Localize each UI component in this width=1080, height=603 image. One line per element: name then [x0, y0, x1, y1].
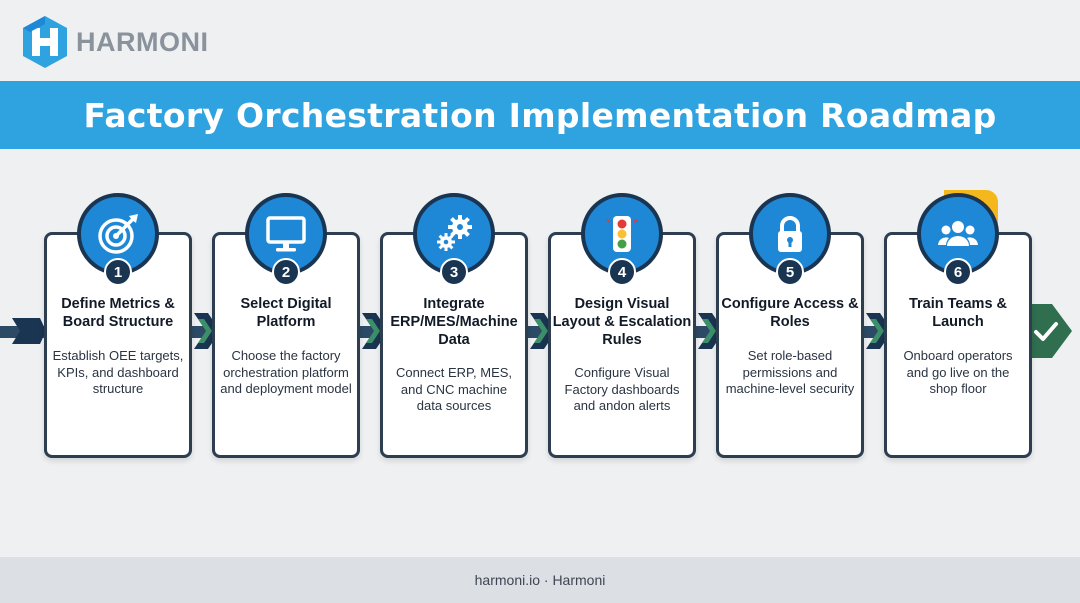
footer: harmoni.io · Harmoni [0, 557, 1080, 603]
team-icon [938, 221, 978, 246]
step-title-3: Integrate ERP/MES/Machine Data [390, 296, 518, 348]
page-title: Factory Orchestration Implementation Roa… [83, 95, 997, 135]
traffic-light-icon [606, 216, 638, 252]
harmoni-hex-logo-icon [23, 16, 67, 68]
step-desc-3: Connect ERP, MES, and CNC machine data s… [395, 365, 513, 413]
step-number-3: 3 [440, 258, 468, 286]
step-title-4: Design Visual Layout & Escalation Rules [552, 296, 692, 348]
finish-check-arrow [1028, 304, 1072, 358]
step-card-5 [716, 232, 864, 458]
step-title-6: Train Teams & Launch [908, 296, 1008, 330]
step-icon-circle-6 [917, 193, 999, 275]
monitor-icon [266, 216, 306, 252]
step-number-2: 2 [272, 258, 300, 286]
step-desc-2: Choose the factory orchestration platfor… [220, 348, 352, 396]
brand-logo: HARMONI [20, 14, 209, 70]
step-number-1: 1 [104, 258, 132, 286]
step-title-1: Define Metrics & Board Structure [61, 296, 175, 330]
title-banner: Factory Orchestration Implementation Roa… [0, 81, 1080, 149]
footer-text: harmoni.io · Harmoni [474, 572, 606, 588]
lock-icon [778, 216, 802, 252]
start-tail-arrow [12, 318, 46, 344]
step-desc-5: Set role-based permissions and machine-l… [725, 348, 855, 396]
brand-name: HARMONI [76, 26, 209, 57]
step-title-2: Select Digital Platform [240, 296, 332, 330]
step-desc-1: Establish OEE targets, KPIs, and dashboa… [52, 348, 184, 396]
step-number-4: 4 [608, 258, 636, 286]
step-desc-4: Configure Visual Factory dashboards and … [564, 365, 680, 413]
step-desc-6: Onboard operators and go live on the sho… [903, 348, 1013, 396]
step-number-6: 6 [944, 258, 972, 286]
target-icon [98, 214, 138, 254]
gears-icon [437, 215, 472, 251]
step-title-5: Configure Access & Roles [721, 296, 859, 330]
step-number-5: 5 [776, 258, 804, 286]
